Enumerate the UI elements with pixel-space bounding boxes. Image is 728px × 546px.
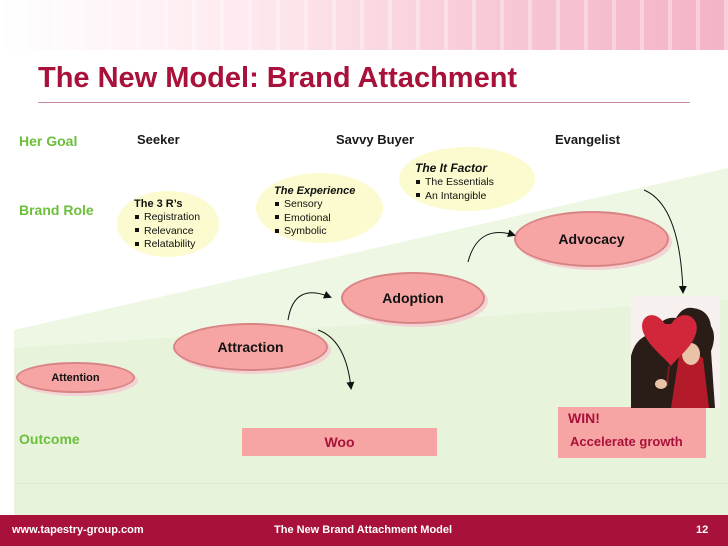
stage-adoption: Adoption bbox=[341, 272, 485, 324]
bubble-item: Relevance bbox=[134, 225, 219, 239]
stage-attraction: Attraction bbox=[173, 323, 328, 371]
slide-title: The New Model: Brand Attachment bbox=[38, 62, 518, 94]
footer-title: The New Brand Attachment Model bbox=[274, 524, 453, 536]
column-seeker: Seeker bbox=[137, 132, 180, 147]
outcome-woo-box: Woo bbox=[242, 428, 437, 456]
page-number: 12 bbox=[696, 524, 709, 536]
bubble-three-rs: The 3 R’s Registration Relevance Relatab… bbox=[117, 191, 219, 257]
row-label-outcome: Outcome bbox=[19, 431, 80, 447]
couple-heart-photo bbox=[631, 296, 720, 408]
bubble-item: Registration bbox=[134, 211, 219, 225]
bubble-item: The Essentials bbox=[415, 176, 535, 190]
bubble-item: Sensory bbox=[274, 198, 383, 212]
header-band bbox=[0, 0, 728, 50]
bubble-three-rs-title: The 3 R’s bbox=[134, 198, 183, 210]
footer-bar: www.tapestry-group.com The New Brand Att… bbox=[0, 515, 728, 546]
bubble-experience-title: The Experience bbox=[274, 185, 356, 197]
bubble-it-factor-title: The It Factor bbox=[415, 161, 488, 175]
bubble-item: Emotional bbox=[274, 212, 383, 226]
outcome-win-title: WIN! bbox=[568, 410, 600, 426]
title-divider bbox=[38, 102, 690, 103]
outcome-woo-label: Woo bbox=[324, 434, 355, 450]
bubble-item: Relatability bbox=[134, 238, 219, 252]
column-evangelist: Evangelist bbox=[555, 132, 621, 147]
column-savvy-buyer: Savvy Buyer bbox=[336, 132, 415, 147]
footer-url: www.tapestry-group.com bbox=[12, 524, 144, 536]
row-label-brand-role: Brand Role bbox=[19, 202, 94, 218]
bubble-experience: The Experience Sensory Emotional Symboli… bbox=[256, 173, 383, 243]
outcome-win-box: WIN! Accelerate growth bbox=[558, 407, 706, 458]
bubble-it-factor: The It Factor The Essentials An Intangib… bbox=[399, 147, 535, 211]
outcome-win-subtitle: Accelerate growth bbox=[570, 434, 683, 449]
stage-advocacy: Advocacy bbox=[514, 211, 669, 267]
bubble-item: Symbolic bbox=[274, 225, 383, 239]
stage-attention: Attention bbox=[16, 362, 135, 393]
bubble-item: An Intangible bbox=[415, 190, 535, 204]
row-label-her-goal: Her Goal bbox=[19, 133, 78, 149]
